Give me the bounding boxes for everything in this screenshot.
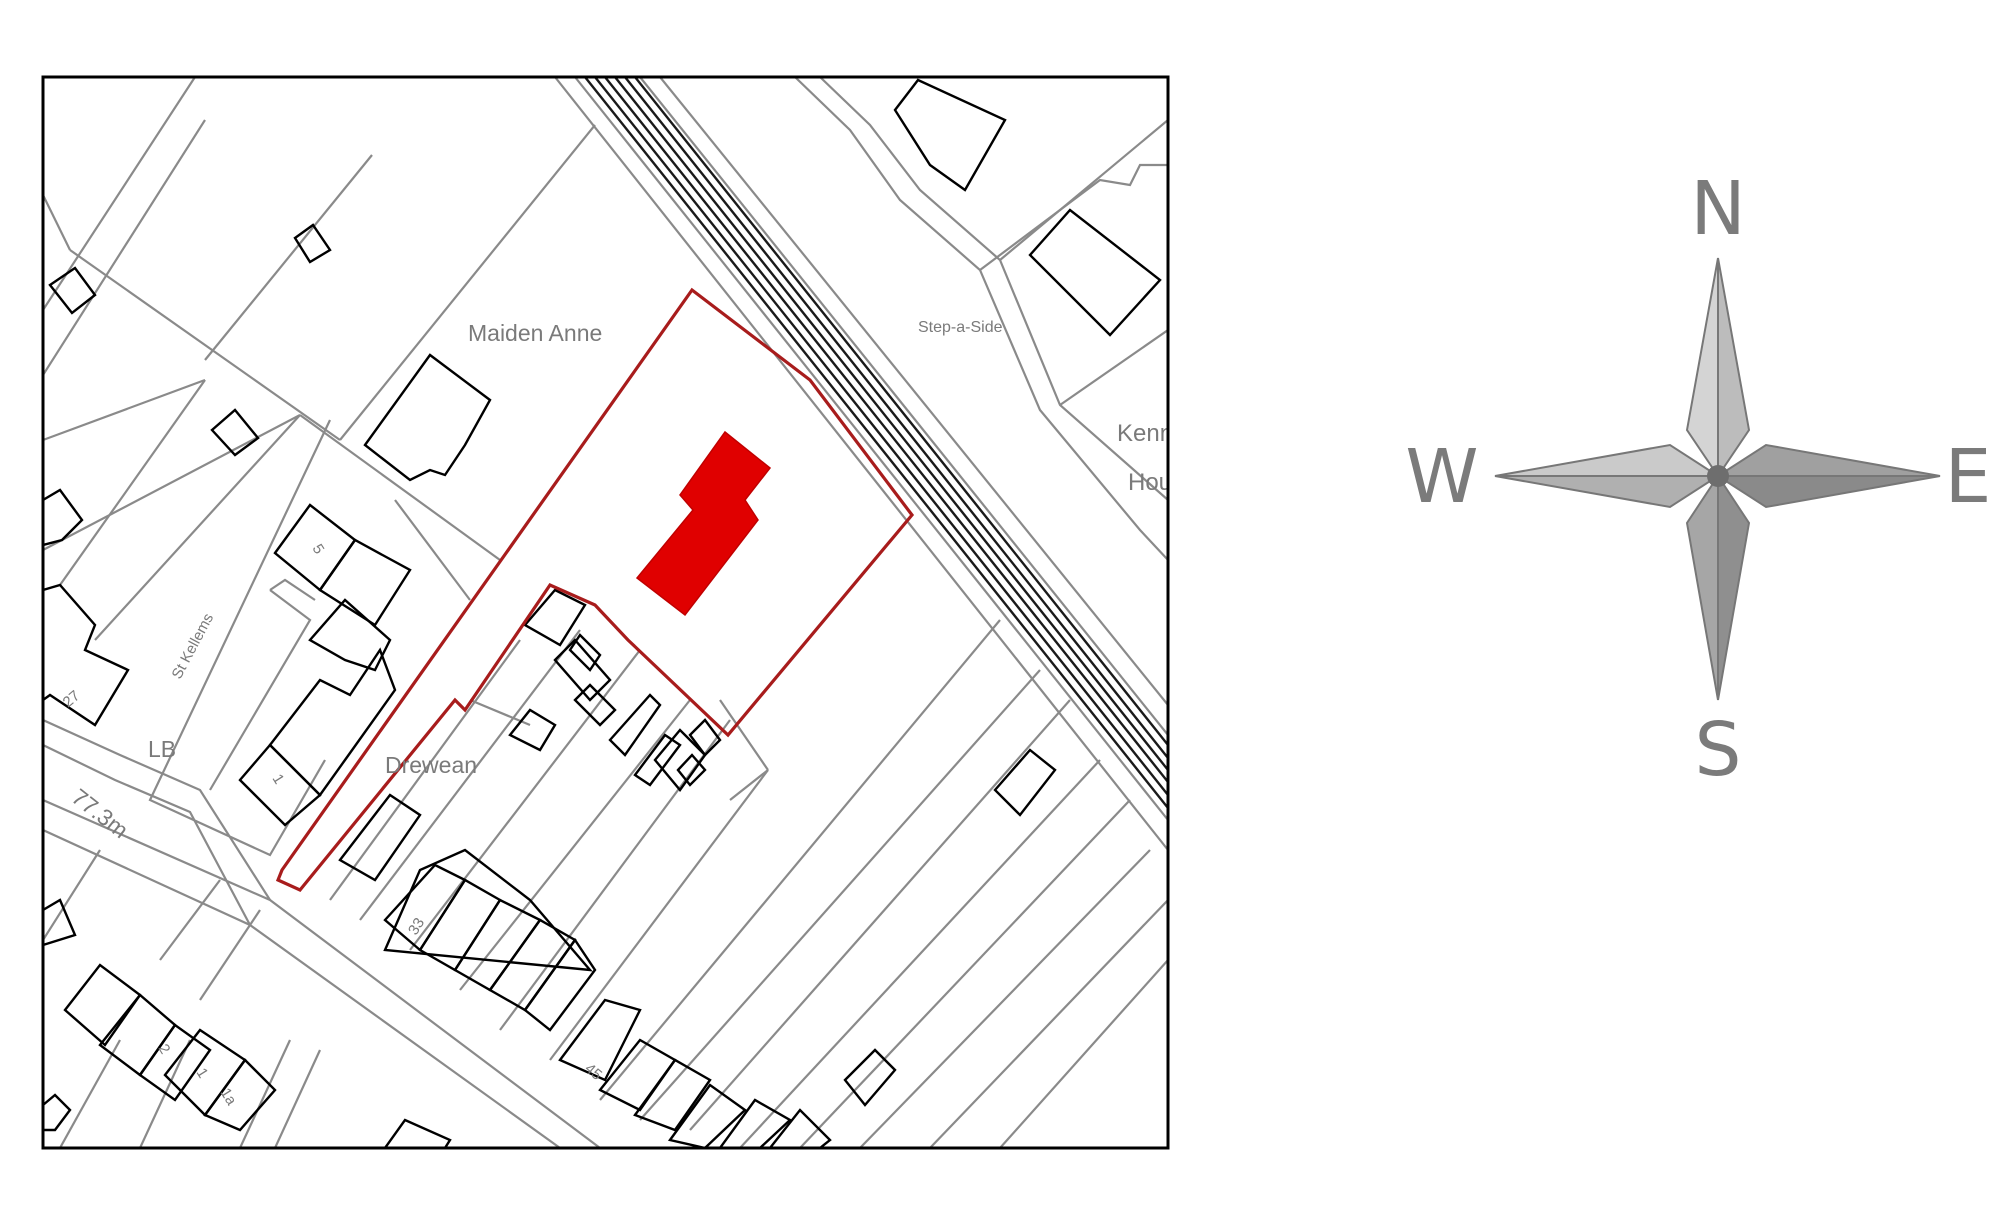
compass-west-arm-bottom	[1494, 475, 1722, 509]
label-lb: LB	[148, 736, 176, 762]
railway-tracks	[584, 77, 1168, 809]
map-frame	[41, 75, 1170, 1150]
map-panel: Maiden Anne Step-a-Side Kennet House St …	[41, 75, 1197, 1150]
label-house-number: 27	[60, 687, 84, 711]
label-house-number: 2	[155, 1041, 174, 1057]
site-boundary[interactable]	[275, 287, 915, 892]
compass-label-east: E	[1945, 434, 1992, 520]
label-house-number: 33	[405, 915, 428, 938]
compass-north-arm-left	[1685, 257, 1719, 480]
label-spot-height: 77.3m	[67, 783, 133, 843]
compass-center-hub	[1707, 465, 1729, 487]
label-house-number: 1a	[217, 1085, 241, 1109]
compass-rose-icon: N S W E	[1405, 166, 1991, 793]
plot-boundaries	[43, 77, 1168, 1148]
label-step-a-side: Step-a-Side	[918, 319, 1003, 336]
label-house-number: 1	[269, 771, 288, 787]
label-house-number: 1	[193, 1065, 212, 1081]
compass-east-arm-bottom	[1714, 475, 1941, 509]
compass-east-arm-top	[1714, 443, 1941, 477]
building-footprints	[43, 78, 1162, 1148]
compass-south-arm-right	[1717, 472, 1751, 701]
compass-south-arm-left	[1685, 472, 1719, 701]
proposed-building-highlight[interactable]	[635, 430, 772, 617]
compass-north-arm-right	[1717, 257, 1751, 480]
label-kennet: Kennet	[1117, 420, 1193, 447]
label-drewean: Drewean	[385, 752, 477, 778]
label-house-number: 45	[581, 1060, 605, 1084]
label-maiden-anne: Maiden Anne	[468, 320, 602, 346]
compass-label-south: S	[1695, 707, 1742, 793]
compass-west-arm-top	[1494, 443, 1722, 477]
compass-label-west: W	[1405, 434, 1478, 520]
compass-label-north: N	[1690, 166, 1745, 252]
label-house-number: 5	[309, 541, 328, 557]
label-house: House	[1128, 469, 1197, 496]
